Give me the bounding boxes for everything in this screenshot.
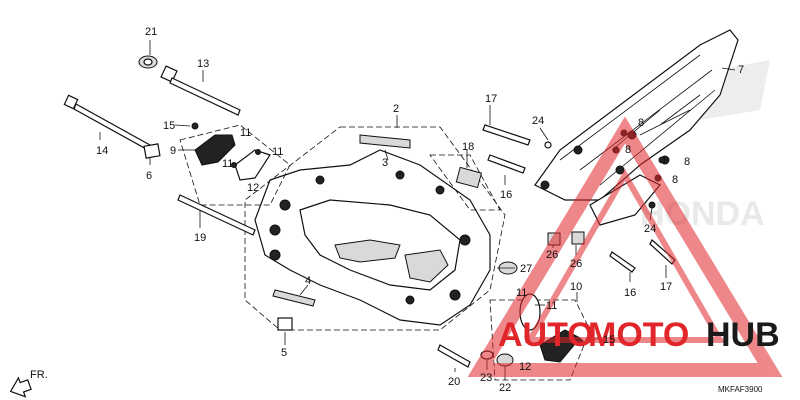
callout-label: 14 — [96, 145, 108, 157]
bolt-19 — [177, 194, 256, 236]
callout-label: 19 — [194, 232, 206, 244]
callout-label: 11 — [222, 158, 233, 170]
bolt-16-upper — [487, 154, 526, 174]
front-arrow: FR. — [9, 369, 48, 398]
bracket-9 — [194, 134, 236, 166]
callout-label: 26 — [570, 258, 582, 270]
honda-word: HONDA — [640, 195, 765, 233]
brand-part-auto: AUTO — [498, 316, 594, 354]
callout-label: 18 — [462, 141, 474, 153]
brand-part-moto: MOTO — [588, 316, 689, 354]
mount-group-box — [429, 154, 501, 211]
strip-3 — [359, 134, 411, 149]
callout-label: 8 — [672, 174, 678, 186]
bracket-group-box — [179, 124, 291, 206]
callout-label: 17 — [660, 281, 672, 293]
nut-21 — [138, 55, 158, 69]
callout-label: 17 — [485, 93, 497, 105]
clip-24-lower — [648, 201, 656, 209]
callout-label: 4 — [305, 275, 311, 287]
collar-6 — [143, 143, 161, 159]
main-frame — [254, 149, 491, 326]
callout-label: 24 — [644, 223, 656, 235]
callout-label: 8 — [638, 117, 644, 129]
diagram-code: MKFAF3900 — [718, 385, 763, 394]
callout-label: 5 — [281, 347, 287, 359]
callout-label: 26 — [546, 249, 558, 261]
callout-label: 27 — [520, 263, 532, 275]
callout-label: 15 — [603, 334, 615, 346]
callout-label: 7 — [738, 64, 744, 76]
callout-label: 8 — [684, 156, 690, 168]
watermark-triangle — [467, 116, 783, 377]
lower-bracket-group-box — [489, 299, 591, 381]
watermark-brand: AUTO MOTO HUB — [498, 316, 780, 354]
spacer-5 — [277, 317, 293, 331]
callout-label: 11 — [546, 300, 557, 312]
callout-label: 15 — [163, 120, 175, 132]
bolt-14 — [63, 94, 151, 151]
callout-label: 24 — [532, 115, 544, 127]
brand-part-hub: HUB — [706, 316, 780, 354]
callout-label: 6 — [146, 170, 152, 182]
clamp-12-upper — [234, 149, 271, 181]
bolt-15-upper — [191, 122, 199, 130]
bolt-16-lower — [609, 251, 636, 273]
callout-label: 13 — [197, 58, 209, 70]
bolt-8-c — [658, 156, 666, 164]
collar-26-right — [571, 231, 585, 245]
front-marker-label: FR. — [30, 369, 48, 381]
callout-label: 2 — [393, 103, 399, 115]
callout-label: 11 — [516, 287, 527, 299]
frame-group-box — [244, 126, 506, 331]
callout-label: 21 — [145, 26, 157, 38]
callout-label: 22 — [499, 382, 511, 394]
callout-label: 16 — [500, 189, 512, 201]
strip-4 — [272, 289, 316, 307]
bolt-17-upper — [482, 124, 531, 146]
bolt-13 — [160, 65, 241, 116]
callout-label: 10 — [570, 281, 582, 293]
rubber-18 — [455, 166, 483, 189]
callout-label: 8 — [625, 144, 631, 156]
callout-label: 12 — [519, 361, 531, 373]
callout-label: 12 — [247, 182, 259, 194]
rear-subframe — [534, 29, 739, 226]
callout-label: 11 — [240, 127, 251, 139]
callout-label: 3 — [382, 157, 388, 169]
screw-11-a — [231, 162, 237, 168]
callout-label: 9 — [170, 145, 176, 157]
clip-24-upper — [544, 141, 552, 149]
bolt-20 — [437, 344, 471, 368]
screw-11-b — [255, 149, 261, 155]
callout-label: 23 — [480, 372, 492, 384]
callout-label: 11 — [272, 146, 283, 158]
callout-label: 16 — [624, 287, 636, 299]
callout-label: 20 — [448, 376, 460, 388]
